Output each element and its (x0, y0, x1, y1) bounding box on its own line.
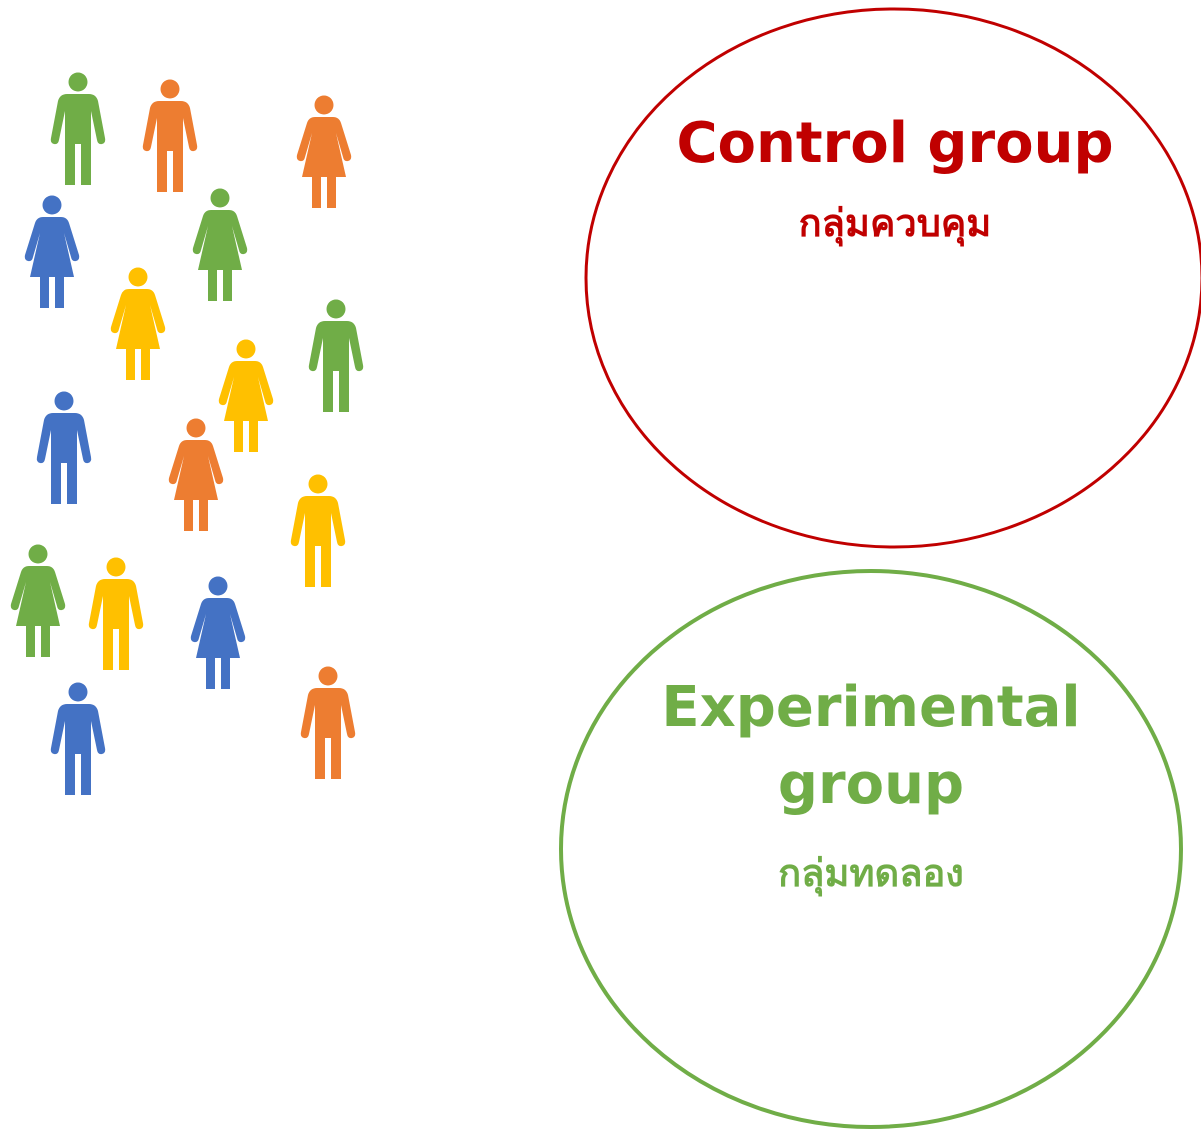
experimental-group: Experimental group กลุ่มทดลอง (559, 569, 1183, 1129)
woman-icon (168, 418, 224, 531)
control-group-title: Control group (676, 111, 1113, 176)
woman-icon (296, 95, 352, 208)
control-group-subtitle: กลุ่มควบคุม (799, 201, 992, 247)
woman-icon (24, 195, 80, 308)
experimental-group-circle (559, 569, 1183, 1129)
man-icon (308, 299, 364, 412)
man-icon (88, 557, 144, 670)
woman-icon (190, 576, 246, 689)
people-crowd (10, 72, 364, 795)
woman-icon (218, 339, 274, 452)
experimental-group-title-line1: Experimental (661, 675, 1080, 740)
control-group: Control group กลุ่มควบคุม (584, 7, 1201, 549)
experimental-group-subtitle: กลุ่มทดลอง (778, 851, 964, 897)
control-group-circle (584, 7, 1201, 549)
man-icon (142, 79, 198, 192)
man-icon (50, 682, 106, 795)
man-icon (50, 72, 106, 185)
woman-icon (10, 544, 66, 657)
man-icon (290, 474, 346, 587)
man-icon (300, 666, 356, 779)
man-icon (36, 391, 92, 504)
woman-icon (192, 188, 248, 301)
woman-icon (110, 267, 166, 380)
experimental-group-title-line2: group (778, 752, 964, 817)
